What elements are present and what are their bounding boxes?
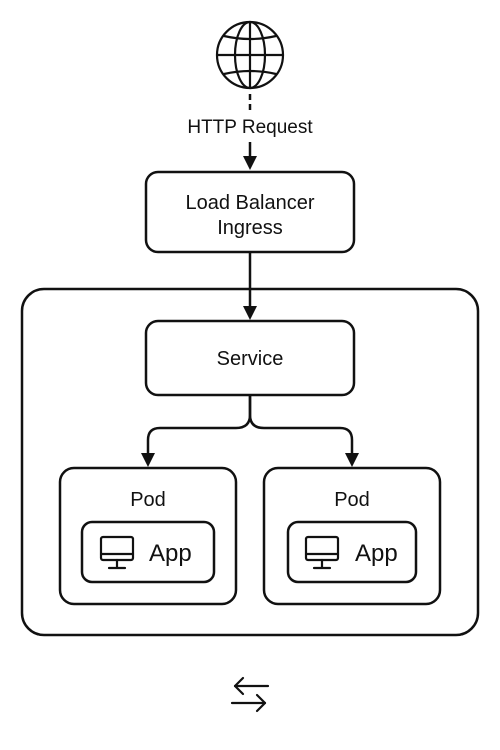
edge-ingress-to-service <box>243 252 257 320</box>
monitor-icon <box>99 535 135 570</box>
pod-left-label: Pod <box>130 489 166 511</box>
monitor-icon <box>304 535 340 570</box>
globe-icon <box>215 20 285 90</box>
edge-service-to-pod-left <box>141 395 252 467</box>
ingress-node: Load Balancer Ingress <box>144 170 356 254</box>
pod-right-label: Pod <box>334 489 370 511</box>
swap-arrows-icon <box>230 676 270 713</box>
service-node: Service <box>144 319 356 397</box>
edge-request-to-ingress <box>243 142 257 170</box>
app-right-label: App <box>355 540 398 567</box>
pod-right: Pod App <box>262 466 442 606</box>
ingress-label-line1: Load Balancer <box>186 192 315 214</box>
http-request-label: HTTP Request <box>187 117 313 138</box>
service-label: Service <box>217 348 284 370</box>
ingress-label-line2: Ingress <box>217 217 283 239</box>
edge-service-to-pod-right <box>248 395 359 467</box>
app-left-label: App <box>149 540 192 567</box>
pod-left: Pod App <box>58 466 238 606</box>
